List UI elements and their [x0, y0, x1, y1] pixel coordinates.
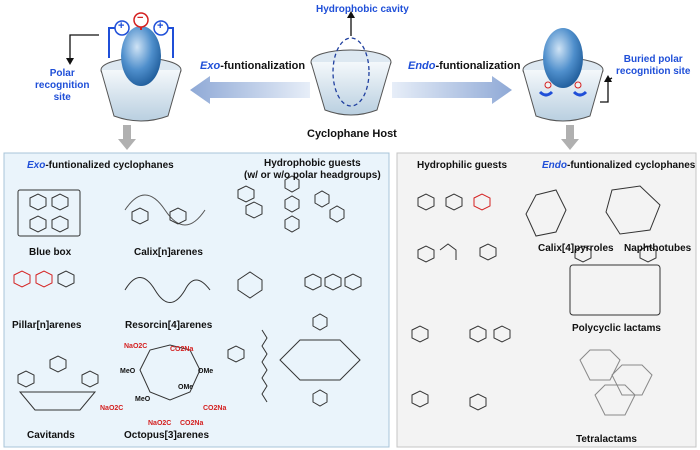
polar-site-right-line: Buried polar — [623, 54, 683, 65]
item-blue-box: Blue box — [29, 247, 72, 258]
minus-charge-icon — [133, 12, 149, 28]
endo-arrow — [392, 76, 512, 104]
substituent-label: NaO2C — [100, 405, 124, 412]
exo-arrow — [190, 76, 310, 104]
polar-site-left-line: recognition — [35, 80, 90, 91]
substituent-label: MeO — [120, 368, 136, 375]
polar-site-left-line: site — [53, 92, 71, 103]
minus-charge: − — [137, 12, 144, 24]
substituent-label: CO2Na — [170, 346, 194, 353]
endo-panel-title: Endo-funtionalized cyclophanes — [542, 160, 695, 171]
endo-prefix: Endo — [408, 60, 436, 72]
cyclophane-host-label: Cyclophane Host — [307, 128, 397, 140]
item-octopusarenes: Octopus[3]arenes — [124, 430, 210, 441]
item-naphthotubes: Naphthotubes — [624, 243, 692, 254]
exo-panel-title: Exo-funtionalized cyclophanes — [27, 160, 174, 171]
hydrophobic-guests-line: (w/ or w/o polar headgroups) — [244, 170, 381, 181]
endo-host-illustration — [522, 28, 613, 122]
exo-suffix: -funtionalization — [220, 60, 306, 72]
plus-charge-icon — [153, 20, 169, 36]
exo-panel — [3, 152, 390, 448]
item-polycyclic-lactams: Polycyclic lactams — [572, 323, 661, 334]
endo-title-suffix: -funtionalized cyclophanes — [567, 160, 696, 171]
hydrophilic-guests-title: Hydrophilic guests — [417, 160, 508, 171]
hydrophobic-guests-line: Hydrophobic guests — [263, 158, 361, 169]
endo-panel — [396, 152, 697, 448]
exo-title-prefix: Exo — [27, 160, 46, 171]
hydrophobic-cavity-label: Hydrophobic cavity — [316, 4, 409, 15]
substituent-label: CO2Na — [203, 405, 227, 412]
substituent-label: NaO2C — [124, 343, 148, 350]
substituent-label: NaO2C — [148, 420, 172, 427]
endo-structures — [411, 185, 661, 416]
polar-site-left-line: Polar — [49, 68, 75, 79]
item-cavitands: Cavitands — [27, 430, 75, 441]
substituent-label: OMe — [198, 368, 214, 375]
plus-charge-left: + — [118, 20, 125, 32]
exo-prefix: Exo — [200, 60, 221, 72]
substituent-label: CO2Na — [180, 420, 204, 427]
item-pillararenes: Pillar[n]arenes — [12, 320, 82, 331]
polar-site-right-label: Buried polar recognition site — [616, 54, 690, 78]
exo-host-illustration — [66, 12, 182, 122]
down-arrow-right — [561, 125, 579, 150]
endo-title-prefix: Endo — [542, 160, 567, 171]
cyclophane-host-illustration — [310, 11, 392, 116]
polar-site-right-line: recognition site — [616, 66, 691, 77]
item-tetralactams: Tetralactams — [576, 434, 637, 445]
polar-site-left-label: Polar recognition site — [35, 68, 89, 104]
item-calixarenes: Calix[n]arenes — [134, 247, 203, 258]
item-resorcinarenes: Resorcin[4]arenes — [125, 320, 213, 331]
hydrophobic-guests-title: Hydrophobic guests (w/ or w/o polar head… — [244, 158, 381, 182]
down-arrow-left — [118, 125, 136, 150]
substituent-label: OMe — [178, 384, 194, 391]
item-calixpyrroles: Calix[4]pyrroles — [538, 243, 614, 254]
plus-charge-right: + — [157, 20, 164, 32]
exo-arrow-label: Exo-funtionalization — [200, 60, 305, 72]
endo-suffix: -funtionalization — [435, 60, 521, 72]
endo-arrow-label: Endo-funtionalization — [408, 60, 520, 72]
exo-structures — [13, 175, 362, 411]
exo-title-suffix: -funtionalized cyclophanes — [45, 160, 174, 171]
plus-charge-icon — [114, 20, 130, 36]
substituent-label: MeO — [135, 396, 151, 403]
